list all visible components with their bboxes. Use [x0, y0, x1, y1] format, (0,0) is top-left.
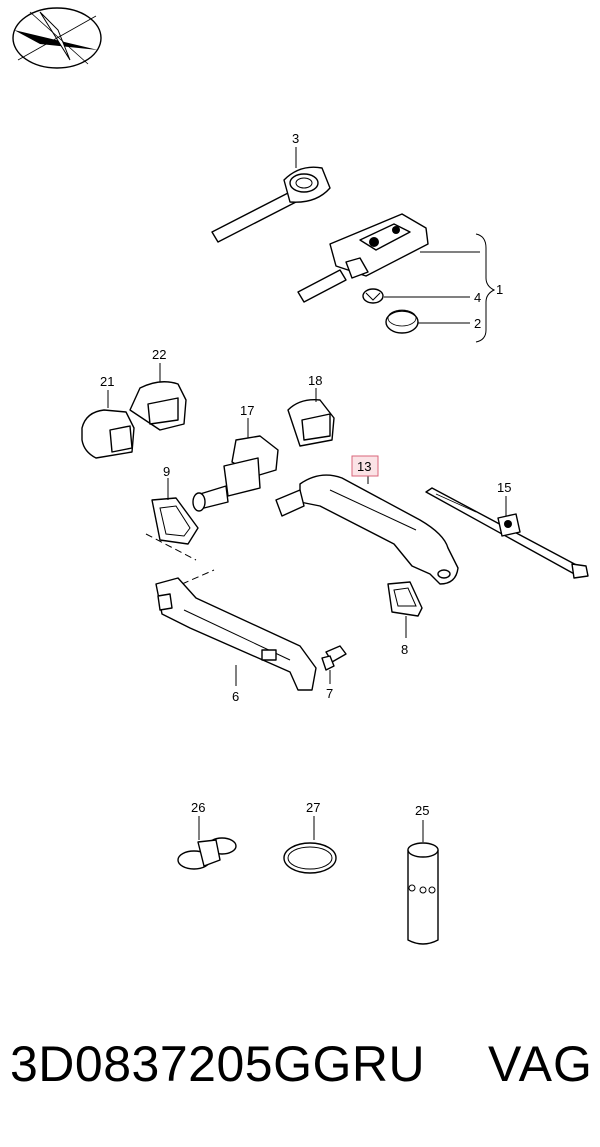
callout-3: 3: [292, 131, 299, 146]
callout-8: 8: [401, 642, 408, 657]
callout-9: 9: [163, 464, 170, 479]
part-number: 3D0837205GGRU: [10, 1036, 426, 1092]
part-15-cable-tie: [425, 487, 589, 579]
part-9-gasket: [151, 478, 199, 545]
callout-15: 15: [497, 480, 511, 495]
callout-13-highlight: [351, 455, 379, 477]
part-13-door-handle: [275, 470, 459, 585]
part-25-grease-tube: [407, 820, 439, 945]
callout-21: 21: [100, 374, 114, 389]
part-21-cap: [81, 390, 135, 459]
part-7-screw: [321, 645, 347, 684]
part-8-gasket: [387, 581, 423, 638]
callout-27: 27: [306, 800, 320, 815]
part-4-emblem: [362, 288, 470, 304]
callout-13: 13: [357, 459, 371, 474]
callout-4: 4: [474, 290, 481, 305]
part-17-lock-cylinder: [192, 418, 279, 512]
callout-17: 17: [240, 403, 254, 418]
callout-6: 6: [232, 689, 239, 704]
footer: 3D0837205GGRU VAG: [0, 1015, 600, 1125]
part-2-battery: [385, 309, 470, 334]
part-26-bushing: [177, 816, 237, 870]
part-3-key-blade: [211, 147, 331, 243]
part-27-o-ring: [283, 816, 337, 874]
callout-22: 22: [152, 347, 166, 362]
part-22-cap: [129, 363, 187, 431]
callout-26: 26: [191, 800, 205, 815]
part-1-remote-key: [297, 213, 480, 303]
parts-catalog-logo-icon: [12, 7, 102, 69]
callout-1: 1: [496, 282, 503, 297]
callout-7: 7: [326, 686, 333, 701]
exploded-parts-diagram: 1 2 3 4 6 7 8 9 13 15 17 18 21 22 25 26 …: [12, 7, 589, 945]
callout-18: 18: [308, 373, 322, 388]
brand-label: VAG: [488, 1036, 593, 1092]
callout-2: 2: [474, 316, 481, 331]
callout-25: 25: [415, 803, 429, 818]
part-18-cap: [287, 388, 335, 447]
part-6-handle-carrier: [155, 577, 317, 691]
